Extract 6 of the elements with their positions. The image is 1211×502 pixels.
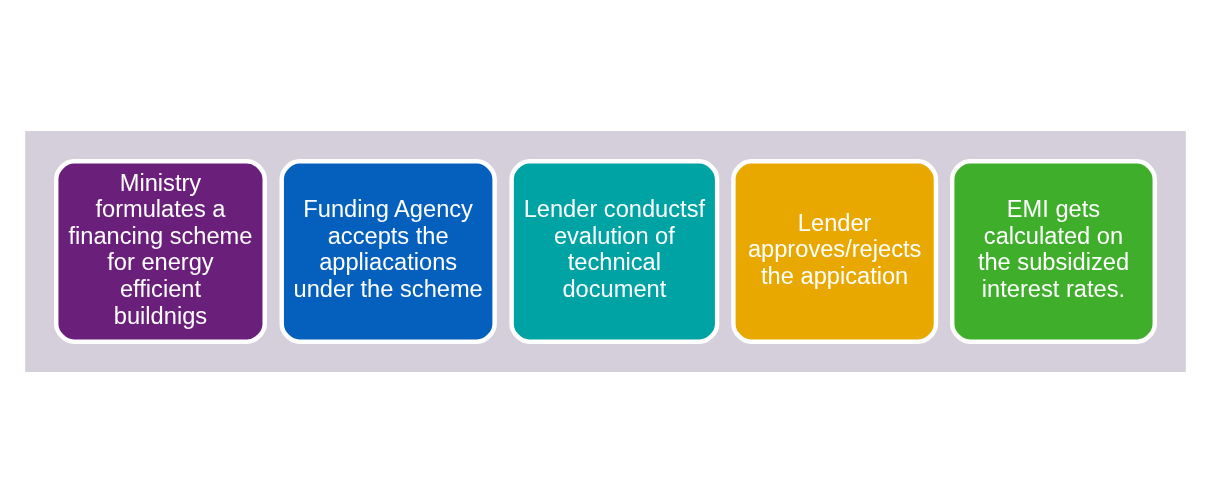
node-box: Funding Agency accepts the appliacations under the scheme: [279, 158, 497, 344]
node-box: Lender conductsf evalution of technical document: [509, 158, 720, 344]
node-box: EMI gets calculated on the subsidized interest rates.: [950, 158, 1157, 344]
node-box: Ministry formulates a financing scheme for energy efficient buildnigs: [54, 158, 267, 344]
cluster: [25, 130, 1186, 372]
node-box: Lender approves/rejects the appication: [731, 158, 939, 344]
